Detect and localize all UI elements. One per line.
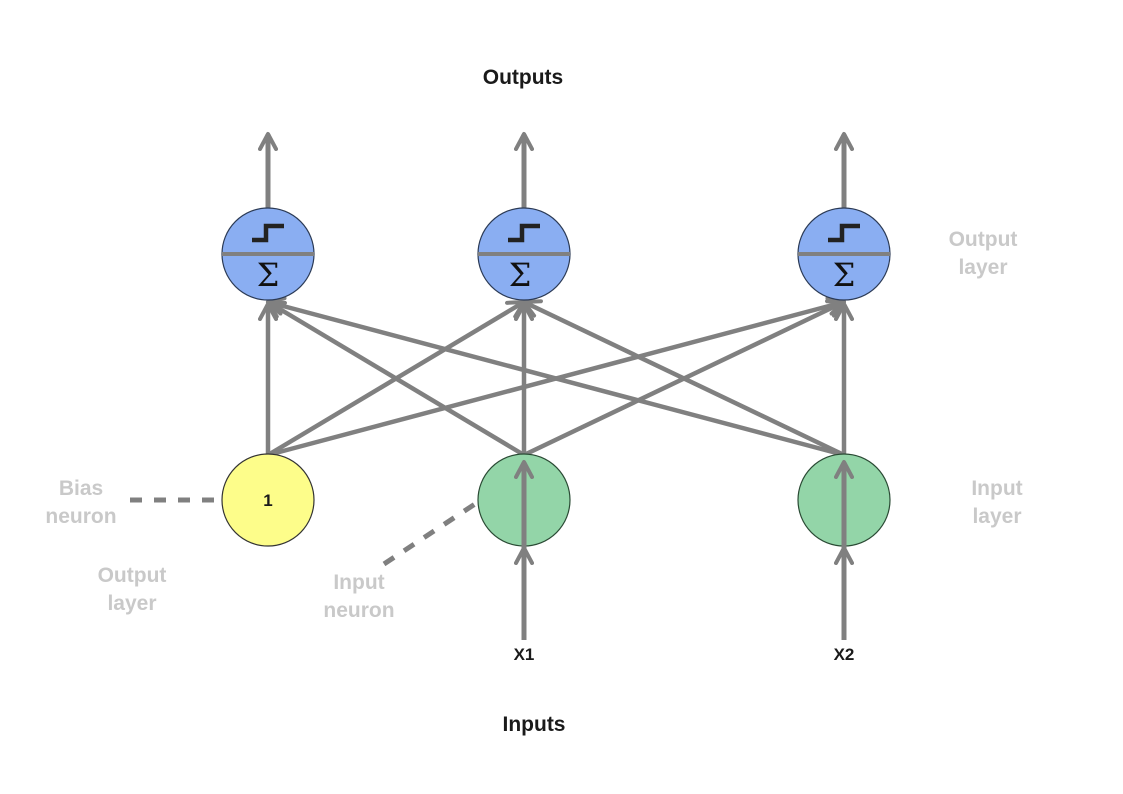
- svg-text:Input: Input: [971, 477, 1022, 500]
- summation-icon: Σ: [833, 256, 856, 294]
- bias-neuron: 1: [221, 453, 315, 547]
- input-arrows: [514, 546, 854, 640]
- output-neuron-2: Σ: [477, 207, 571, 301]
- summation-icon: Σ: [257, 256, 280, 294]
- annotation-output-layer-right: Output layer: [949, 228, 1018, 279]
- connection-x2-o2: [522, 299, 845, 458]
- outputs-title: Outputs: [483, 66, 563, 89]
- input-neuron-leader-line: [382, 499, 480, 567]
- input-label-x1: X1: [514, 645, 535, 664]
- output-arrows: [258, 132, 854, 208]
- svg-text:layer: layer: [972, 505, 1021, 528]
- annotation-output-layer-left: Output layer: [98, 564, 167, 615]
- annotation-input-layer-right: Input layer: [971, 477, 1022, 528]
- connection-lines: [258, 296, 854, 458]
- input-neuron-x2: [797, 453, 891, 548]
- svg-text:neuron: neuron: [323, 599, 394, 622]
- step-function-icon: [828, 223, 860, 243]
- svg-text:neuron: neuron: [45, 505, 116, 528]
- svg-text:Output: Output: [949, 228, 1018, 251]
- step-function-icon: [252, 223, 284, 243]
- svg-text:layer: layer: [107, 592, 156, 615]
- input-label-x2: X2: [834, 645, 855, 664]
- svg-text:Bias: Bias: [59, 477, 103, 500]
- connection-x2-o1: [266, 296, 845, 458]
- inputs-title: Inputs: [503, 713, 566, 736]
- svg-text:layer: layer: [958, 256, 1007, 279]
- annotation-input-neuron: Input neuron: [323, 571, 394, 622]
- svg-text:Output: Output: [98, 564, 167, 587]
- output-neuron-1: Σ: [221, 207, 315, 301]
- connection-x1-o1: [266, 300, 526, 457]
- output-neuron-3: Σ: [797, 207, 891, 301]
- annotation-bias-neuron: Bias neuron: [45, 477, 116, 528]
- step-function-icon: [508, 223, 540, 243]
- input-neuron-x1: [477, 453, 571, 548]
- svg-text:Input: Input: [333, 571, 384, 594]
- summation-icon: Σ: [509, 256, 532, 294]
- bias-value: 1: [263, 491, 272, 510]
